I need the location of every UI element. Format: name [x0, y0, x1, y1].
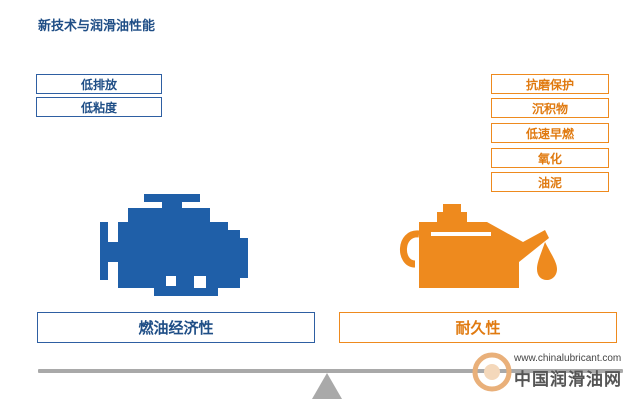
fulcrum-triangle [312, 373, 342, 399]
watermark-url: www.chinalubricant.com [514, 353, 622, 364]
tag-low-emission: 低排放 [36, 74, 162, 94]
tag-low-viscosity: 低粘度 [36, 97, 162, 117]
diagram-title: 新技术与润滑油性能 [38, 19, 156, 34]
tag-lspi: 低速早燃 [491, 123, 609, 143]
watermark-site-name: 中国润滑油网 [514, 370, 622, 390]
tag-oxidation: 氧化 [491, 148, 609, 168]
tag-wear-protection: 抗磨保护 [491, 74, 609, 94]
watermark-logo-icon [472, 352, 512, 392]
tag-sludge: 油泥 [491, 172, 609, 192]
tag-deposits: 沉积物 [491, 98, 609, 118]
durability-label: 耐久性 [339, 312, 617, 343]
balance-beam [38, 369, 623, 373]
oil-can-icon [400, 204, 557, 288]
fuel-economy-label: 燃油经济性 [37, 312, 315, 343]
engine-icon [100, 194, 248, 296]
